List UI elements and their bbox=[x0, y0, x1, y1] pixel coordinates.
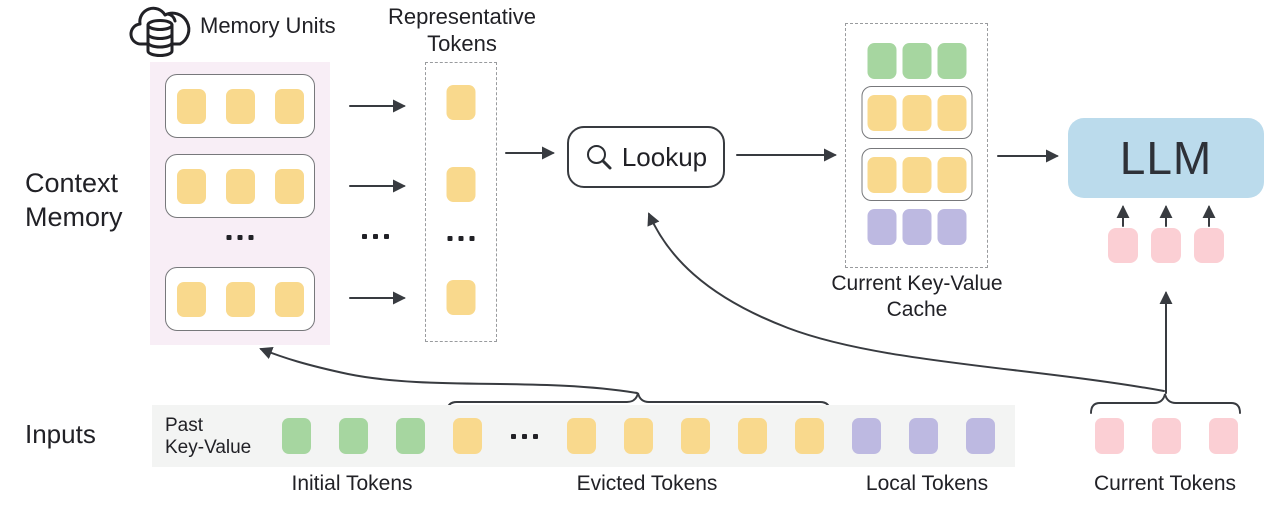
brace-current-tokens bbox=[1090, 393, 1241, 414]
initial-tokens-label: Initial Tokens bbox=[291, 472, 413, 495]
memory-units-label: Memory Units bbox=[200, 13, 336, 38]
llm-input-tokens bbox=[1108, 228, 1224, 263]
ellipsis-dots bbox=[362, 234, 389, 239]
past-kv-strip: Past Key-Value bbox=[152, 405, 1015, 467]
local-token bbox=[909, 418, 938, 454]
memory-unit-3 bbox=[165, 267, 315, 331]
current-kv-cache-label: Current Key-Value Cache bbox=[831, 272, 1003, 321]
current-token bbox=[1152, 418, 1181, 454]
kv-token bbox=[867, 94, 896, 131]
kv-token bbox=[176, 168, 206, 204]
past-kv-tokens bbox=[282, 418, 995, 454]
kv-token bbox=[274, 168, 304, 204]
kv-token bbox=[225, 88, 255, 124]
evicted-tokens-label: Evicted Tokens bbox=[576, 472, 718, 495]
ellipsis-dots bbox=[510, 418, 539, 454]
cache-initial-tokens bbox=[867, 43, 966, 79]
current-kv-cache-box bbox=[845, 23, 988, 268]
representative-token bbox=[446, 167, 476, 202]
current-tokens-label: Current Tokens bbox=[1093, 472, 1237, 495]
inputs-label: Inputs bbox=[25, 419, 96, 449]
kv-token bbox=[937, 94, 966, 131]
kv-token bbox=[867, 156, 896, 193]
local-tokens-label: Local Tokens bbox=[865, 472, 989, 495]
cache-local-tokens bbox=[867, 209, 966, 245]
initial-token bbox=[937, 43, 966, 79]
initial-token bbox=[339, 418, 368, 454]
lookup-button: Lookup bbox=[567, 126, 725, 188]
current-token bbox=[1108, 228, 1138, 263]
initial-token bbox=[902, 43, 931, 79]
cache-retrieved-unit-1 bbox=[861, 86, 972, 139]
representative-tokens-box bbox=[425, 62, 497, 342]
current-tokens bbox=[1095, 418, 1238, 454]
context-memory-panel bbox=[150, 62, 330, 345]
local-token bbox=[937, 209, 966, 245]
representative-token bbox=[446, 280, 476, 315]
search-icon bbox=[586, 145, 612, 170]
memory-unit-1 bbox=[165, 74, 315, 138]
past-kv-label: Past Key-Value bbox=[165, 415, 252, 458]
memory-unit-2 bbox=[165, 154, 315, 218]
initial-token bbox=[282, 418, 311, 454]
evicted-token bbox=[795, 418, 824, 454]
kv-token bbox=[225, 281, 255, 317]
representative-tokens-label: Representative Tokens bbox=[388, 4, 536, 56]
lookup-label: Lookup bbox=[621, 141, 708, 172]
local-token bbox=[867, 209, 896, 245]
kv-token bbox=[902, 156, 931, 193]
kv-token bbox=[225, 168, 255, 204]
local-token bbox=[902, 209, 931, 245]
current-token bbox=[1151, 228, 1181, 263]
representative-token bbox=[446, 85, 476, 120]
evicted-token bbox=[738, 418, 767, 454]
kv-token bbox=[937, 156, 966, 193]
current-token bbox=[1095, 418, 1124, 454]
initial-token bbox=[396, 418, 425, 454]
llm-box: LLM bbox=[1068, 118, 1264, 198]
evicted-token bbox=[624, 418, 653, 454]
kv-token bbox=[176, 88, 206, 124]
cloud-database-icon bbox=[129, 6, 191, 57]
local-token bbox=[966, 418, 995, 454]
evicted-token bbox=[453, 418, 482, 454]
local-token bbox=[852, 418, 881, 454]
evicted-token bbox=[567, 418, 596, 454]
kv-token bbox=[176, 281, 206, 317]
ellipsis-dots bbox=[226, 235, 254, 240]
initial-token bbox=[867, 43, 896, 79]
curve-evicted-to-context-memory bbox=[259, 346, 638, 394]
current-token bbox=[1194, 228, 1224, 263]
context-memory-label: Context Memory bbox=[25, 168, 123, 232]
cache-retrieved-unit-2 bbox=[861, 148, 972, 201]
evicted-token bbox=[681, 418, 710, 454]
kv-token bbox=[274, 281, 304, 317]
ellipsis-dots bbox=[447, 236, 475, 241]
kv-token bbox=[902, 94, 931, 131]
kv-token bbox=[274, 88, 304, 124]
current-token bbox=[1209, 418, 1238, 454]
